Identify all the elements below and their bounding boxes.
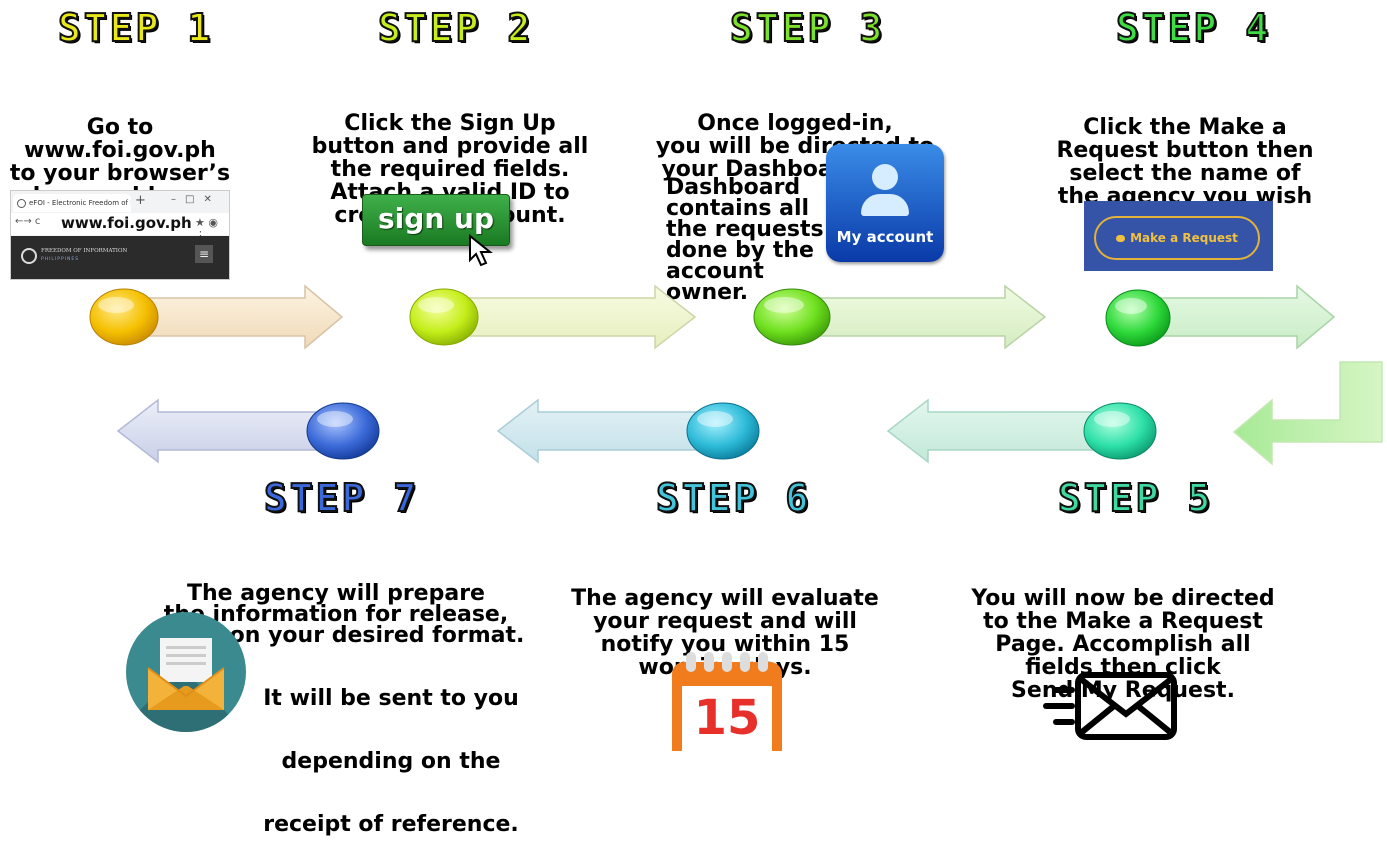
site-subname: PHILIPPINES	[41, 257, 80, 262]
letter-paper	[160, 638, 212, 682]
browser-screenshot: eFOI - Electronic Freedom of Infor ✕ + –…	[10, 190, 230, 280]
make-request-banner: Make a Request	[1084, 201, 1273, 271]
send-envelope-icon	[1042, 672, 1182, 744]
chat-bubble-icon	[1116, 235, 1126, 242]
arrow-step-1	[119, 284, 344, 350]
cursor-icon	[468, 234, 500, 268]
address-bar[interactable]: www.foi.gov.ph	[61, 214, 192, 232]
window-controls[interactable]: –□✕	[171, 194, 221, 205]
ball-step-6	[686, 402, 760, 460]
ball-step-3	[753, 288, 831, 346]
arrow-step-4	[1139, 284, 1336, 350]
browser-tab: eFOI - Electronic Freedom of Infor ✕	[13, 194, 131, 212]
ball-step-4	[1105, 289, 1171, 347]
ball-step-5	[1083, 402, 1157, 460]
arrow-step-2	[439, 284, 697, 350]
new-tab-icon[interactable]: +	[135, 193, 146, 208]
my-account-icon[interactable]: My account	[826, 144, 944, 262]
address-bar-row: ←→ c www.foi.gov.ph ★ ◉ ⋮	[11, 213, 229, 242]
hamburger-menu-icon[interactable]: ≡	[195, 245, 213, 263]
ball-step-1	[89, 288, 159, 346]
step-7-title: STEP 7	[263, 476, 420, 520]
sign-up-button[interactable]: sign up	[362, 194, 510, 246]
ball-step-2	[409, 288, 479, 346]
calendar-rings	[686, 652, 776, 672]
extension-icons[interactable]: ★ ◉ ⋮	[195, 216, 218, 242]
ball-step-7	[306, 402, 380, 460]
calendar-icon: 15	[672, 652, 782, 751]
foi-logo-icon	[21, 248, 37, 264]
user-head-icon	[872, 164, 898, 190]
arrow-step-7	[116, 398, 339, 464]
nav-icons[interactable]: ←→ c	[15, 216, 41, 227]
step-6-title: STEP 6	[655, 476, 812, 520]
turn-arrow	[1232, 361, 1383, 466]
step-1-title: STEP 1	[57, 6, 214, 50]
make-request-button[interactable]: Make a Request	[1094, 216, 1260, 260]
mail-icon	[126, 612, 246, 732]
arrow-step-5	[886, 398, 1119, 464]
step-3-title: STEP 3	[729, 6, 886, 50]
site-name: FREEDOM OF INFORMATION	[41, 248, 128, 254]
browser-tab-icon	[17, 198, 26, 208]
step-4-title: STEP 4	[1115, 6, 1272, 50]
timeline-arrows	[89, 284, 1383, 466]
step-2-title: STEP 2	[377, 6, 534, 50]
arrow-step-6	[496, 398, 719, 464]
calendar-day: 15	[693, 690, 761, 746]
user-body-icon	[861, 194, 909, 216]
arrow-step-3	[789, 284, 1047, 350]
my-account-label: My account	[836, 228, 934, 246]
site-header: FREEDOM OF INFORMATION PHILIPPINES ≡	[11, 236, 229, 279]
step-5-title: STEP 5	[1057, 476, 1214, 520]
